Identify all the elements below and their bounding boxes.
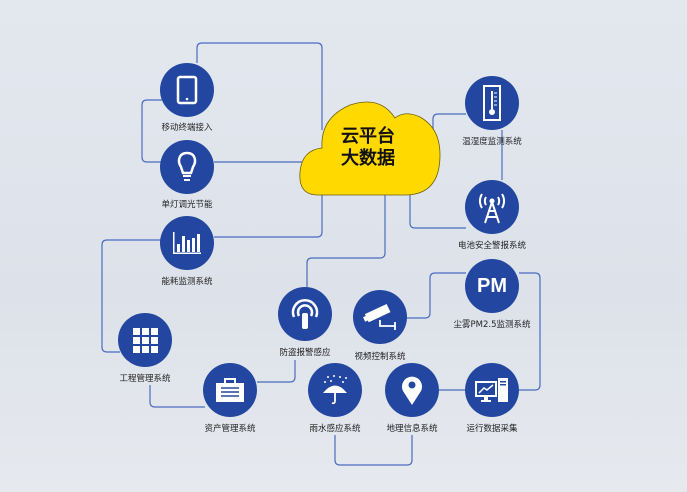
label-energy: 能耗监测系统 — [161, 277, 213, 287]
label-lamp: 单灯调光节能 — [161, 200, 213, 210]
line-antitheft-cloud — [306, 192, 386, 287]
computer-icon — [475, 378, 508, 402]
label-mobile: 移动终端接入 — [161, 123, 213, 133]
label-rain: 雨水感应系统 — [309, 424, 361, 434]
node-rain[interactable] — [308, 363, 362, 417]
label-gis: 地理信息系统 — [386, 424, 438, 434]
bar-chart-icon — [173, 232, 201, 254]
node-antitheft[interactable] — [278, 287, 332, 341]
node-asset[interactable] — [203, 363, 257, 417]
signal-tower-icon — [479, 193, 505, 224]
node-temp[interactable] — [465, 76, 519, 130]
node-pm[interactable]: PM — [465, 259, 519, 313]
line-asset-antitheft — [257, 360, 296, 383]
line-cloud-power — [409, 192, 466, 229]
node-mobile[interactable] — [160, 63, 214, 117]
cloud-shape — [299, 101, 441, 196]
label-antitheft: 防盗报警感应 — [279, 348, 331, 358]
line-video-pm — [407, 272, 466, 319]
map-pin-icon — [402, 376, 422, 405]
node-video[interactable] — [353, 290, 407, 344]
signal-sensor-icon — [291, 299, 319, 329]
node-gis[interactable] — [385, 363, 439, 417]
node-rundata[interactable] — [465, 363, 519, 417]
line-cloud-energy — [214, 192, 323, 238]
label-asset: 资产管理系统 — [204, 424, 256, 434]
label-rundata: 运行数据采集 — [466, 424, 518, 434]
line-mobile-cloud — [196, 42, 323, 130]
cctv-camera-icon — [363, 303, 396, 330]
cloud-platform-title: 云平台 大数据 — [318, 126, 418, 170]
line-engineering-asset — [149, 385, 205, 408]
lightbulb-icon — [177, 151, 197, 181]
line-cloud-temp — [432, 113, 466, 130]
label-pm: 尘雾PM2.5监测系统 — [453, 320, 531, 330]
label-video: 视频控制系统 — [354, 352, 406, 362]
line-pm-rundata — [519, 272, 541, 391]
umbrella-rain-icon — [323, 375, 347, 405]
label-engineering: 工程管理系统 — [119, 374, 171, 384]
cloud-title-line2: 大数据 — [341, 148, 395, 169]
pm-icon: PM — [477, 274, 507, 297]
tablet-icon — [176, 75, 198, 105]
node-engineering[interactable] — [118, 313, 172, 367]
grid-icon — [133, 328, 158, 353]
label-temp: 温湿度监测系统 — [462, 137, 522, 147]
thermometer-icon — [483, 85, 501, 121]
node-energy[interactable] — [160, 216, 214, 270]
cloud-title-line1: 云平台 — [341, 126, 395, 147]
node-power[interactable] — [465, 180, 519, 234]
node-lamp[interactable] — [160, 140, 214, 194]
briefcase-icon — [216, 378, 244, 402]
line-mobile-lamp — [141, 99, 162, 163]
line-energy-engineering — [101, 239, 162, 353]
label-power: 电池安全警报系统 — [457, 241, 526, 251]
line-rain-gis — [334, 435, 413, 466]
